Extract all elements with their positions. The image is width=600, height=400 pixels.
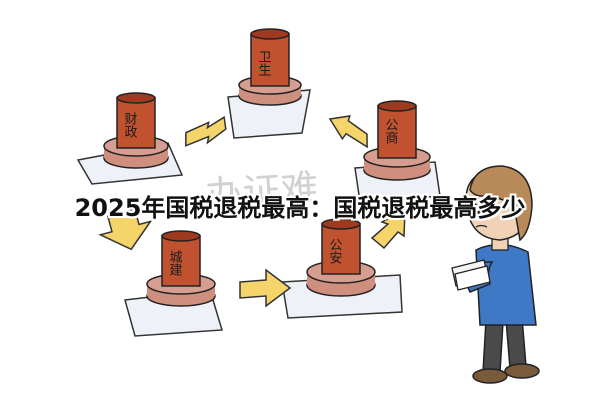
worried-person-figure bbox=[451, 165, 540, 384]
headline-title: 2025年国税退税最高：国税退税最高多少 bbox=[74, 194, 526, 222]
arrow-finance-to-construction-icon bbox=[98, 208, 153, 251]
stamp-construction-label: 城建 bbox=[167, 250, 183, 277]
stamp-construction: 城建 bbox=[146, 230, 216, 307]
stamp-health-label: 卫生 bbox=[256, 50, 272, 76]
stamp-police: 公安 bbox=[306, 218, 376, 297]
stamp-finance-label: 财政 bbox=[122, 112, 138, 138]
arrow-police-to-commerce-icon bbox=[370, 208, 406, 250]
stamp-health: 卫生 bbox=[238, 28, 302, 106]
stamp-commerce-label: 公商 bbox=[383, 118, 399, 144]
stamp-commerce: 公商 bbox=[363, 100, 431, 181]
arrow-health-to-finance-icon bbox=[184, 115, 227, 147]
stamp-finance: 财政 bbox=[103, 92, 169, 169]
arrow-construction-to-police-icon bbox=[239, 268, 292, 308]
stamp-police-label: 公安 bbox=[327, 238, 343, 264]
arrow-commerce-to-health-icon bbox=[328, 115, 368, 149]
watermark: 办证难 bbox=[203, 166, 320, 218]
